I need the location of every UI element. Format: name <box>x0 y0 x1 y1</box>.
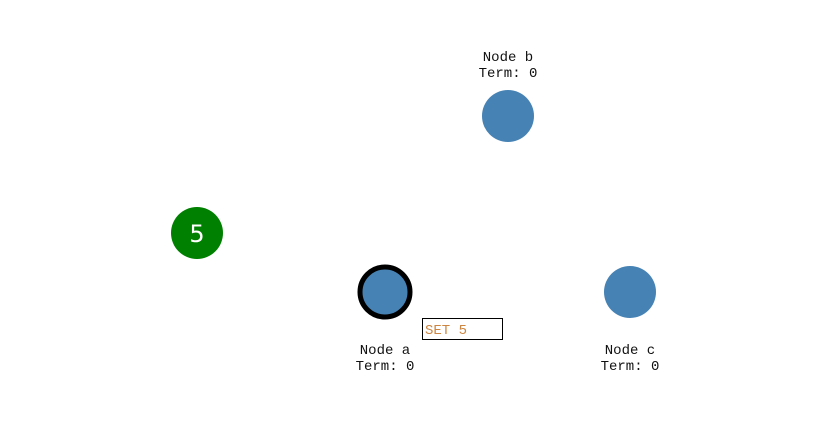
log-entry: SET 5 <box>422 318 503 340</box>
node-a-circle[interactable] <box>357 264 413 320</box>
log-entry-text: SET 5 <box>425 323 467 339</box>
node-a-name: Node a <box>360 343 410 359</box>
node-c-circle[interactable] <box>604 266 656 318</box>
node-c[interactable]: Node c Term: 0 <box>601 266 660 375</box>
node-c-term: Term: 0 <box>601 359 660 375</box>
node-b-circle[interactable] <box>482 90 534 142</box>
log-entry-box <box>422 318 503 340</box>
node-a[interactable]: Node a Term: 0 <box>356 264 415 375</box>
node-a-term: Term: 0 <box>356 359 415 375</box>
client[interactable]: 5 <box>171 207 223 259</box>
node-b-term: Term: 0 <box>479 66 538 82</box>
client-value: 5 <box>189 220 204 248</box>
client-circle[interactable] <box>171 207 223 259</box>
node-c-name: Node c <box>605 343 655 359</box>
node-b[interactable]: Node b Term: 0 <box>479 50 538 142</box>
node-b-name: Node b <box>483 50 533 66</box>
